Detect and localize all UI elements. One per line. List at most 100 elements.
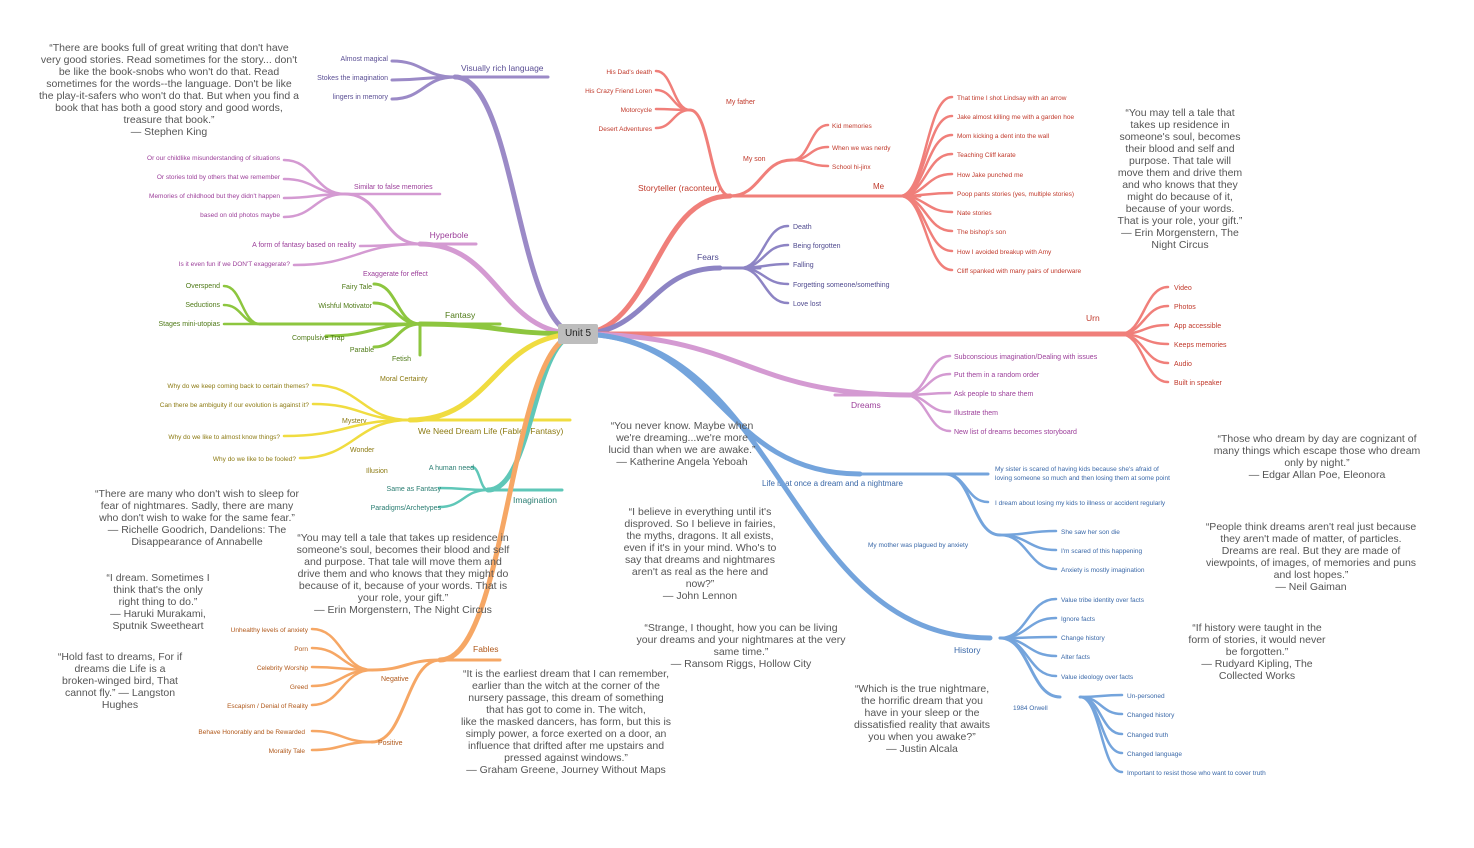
node-my-father[interactable]: My father bbox=[726, 99, 756, 106]
center-node[interactable] bbox=[558, 324, 598, 344]
node-compulsive-trap[interactable]: Compulsive Trap bbox=[292, 335, 345, 342]
node-changed-history[interactable]: Changed history bbox=[1127, 712, 1175, 719]
node-similar-to-false-memories[interactable]: Similar to false memories bbox=[354, 184, 433, 191]
node-or-stories-told-by-others-that-we-rememb[interactable]: Or stories told by others that we rememb… bbox=[157, 174, 281, 181]
node-video[interactable]: Video bbox=[1174, 285, 1192, 292]
node-value-tribe-identity-over-facts[interactable]: Value tribe identity over facts bbox=[1061, 597, 1145, 604]
node-app-accessible[interactable]: App accessible bbox=[1174, 323, 1221, 330]
node-cliff-spanked-with-many-pairs-of-underwa[interactable]: Cliff spanked with many pairs of underwa… bbox=[957, 268, 1082, 275]
node-changed-truth[interactable]: Changed truth bbox=[1127, 732, 1169, 739]
node-that-time-i-shot-lindsay-with-an-arrow[interactable]: That time I shot Lindsay with an arrow bbox=[957, 95, 1067, 102]
node-nate-stories[interactable]: Nate stories bbox=[957, 210, 992, 217]
node-desert-adventures[interactable]: Desert Adventures bbox=[599, 126, 653, 133]
node-porn[interactable]: Porn bbox=[294, 646, 308, 653]
node-falling[interactable]: Falling bbox=[793, 262, 814, 269]
node-unhealthy-levels-of-anxiety[interactable]: Unhealthy levels of anxiety bbox=[231, 627, 309, 634]
node-un-personed[interactable]: Un-personed bbox=[1127, 693, 1165, 700]
node-memories-of-childhood-but-they-didn-t-ha[interactable]: Memories of childhood but they didn't ha… bbox=[149, 193, 280, 200]
node-i-dream-about-losing-my-kids-to-illness-[interactable]: I dream about losing my kids to illness … bbox=[995, 500, 1166, 507]
node-she-saw-her-son-die[interactable]: She saw her son die bbox=[1061, 529, 1120, 536]
node-poop-pants-stories-yes-multiple-stories[interactable]: Poop pants stories (yes, multiple storie… bbox=[957, 191, 1074, 198]
node-stokes-the-imagination[interactable]: Stokes the imagination bbox=[317, 75, 388, 82]
node-stages-mini-utopias[interactable]: Stages mini-utopias bbox=[159, 321, 221, 328]
node-a-form-of-fantasy-based-on-reality[interactable]: A form of fantasy based on reality bbox=[252, 242, 356, 249]
node-school-hi-jinx[interactable]: School hi-jinx bbox=[832, 164, 871, 171]
node-why-do-we-keep-coming-back-to-certain-th[interactable]: Why do we keep coming back to certain th… bbox=[167, 383, 309, 390]
node-fables[interactable]: Fables bbox=[473, 644, 499, 654]
node-dreams[interactable]: Dreams bbox=[851, 400, 881, 410]
node-parable[interactable]: Parable bbox=[350, 347, 374, 354]
node-fantasy[interactable]: Fantasy bbox=[445, 310, 476, 320]
node-how-i-avoided-breakup-with-amy[interactable]: How I avoided breakup with Amy bbox=[957, 249, 1052, 256]
node-alter-facts[interactable]: Alter facts bbox=[1061, 654, 1091, 661]
node-audio[interactable]: Audio bbox=[1174, 361, 1192, 368]
node-being-forgotten[interactable]: Being forgotten bbox=[793, 243, 841, 250]
node-or-our-childlike-misunderstanding-of-sit[interactable]: Or our childlike misunderstanding of sit… bbox=[147, 155, 281, 162]
node-urn[interactable]: Urn bbox=[1086, 313, 1100, 323]
node-teaching-cliff-karate[interactable]: Teaching Cliff karate bbox=[957, 152, 1016, 159]
node-is-it-even-fun-if-we-don-t-exaggerate[interactable]: Is it even fun if we DON'T exaggerate? bbox=[179, 261, 291, 268]
node-a-human-need[interactable]: A human need bbox=[429, 465, 474, 472]
node-kid-memories[interactable]: Kid memories bbox=[832, 123, 872, 130]
node-history[interactable]: History bbox=[954, 645, 981, 655]
node-fairy-tale[interactable]: Fairy Tale bbox=[342, 284, 372, 291]
node-behave-honorably-and-be-rewarded[interactable]: Behave Honorably and be Rewarded bbox=[198, 729, 305, 736]
node-greed[interactable]: Greed bbox=[290, 684, 308, 691]
node-subconscious-imagination-dealing-with-is[interactable]: Subconscious imagination/Dealing with is… bbox=[954, 354, 1098, 361]
node-death[interactable]: Death bbox=[793, 224, 812, 231]
node-i-m-scared-of-this-happening[interactable]: I'm scared of this happening bbox=[1061, 548, 1142, 555]
node-ask-people-to-share-them[interactable]: Ask people to share them bbox=[954, 391, 1034, 398]
node-hyperbole[interactable]: Hyperbole bbox=[430, 230, 469, 240]
node-1984-orwell[interactable]: 1984 Orwell bbox=[1013, 705, 1048, 712]
node-we-need-dream-life-fables-fantasy[interactable]: We Need Dream Life (Fables/Fantasy) bbox=[418, 426, 564, 436]
node-loving-someone-so-much-and-then-losing-t[interactable]: loving someone so much and then losing t… bbox=[995, 475, 1170, 482]
node-motorcycle[interactable]: Motorcycle bbox=[621, 107, 653, 114]
node-same-as-fantasy[interactable]: Same as Fantasy bbox=[387, 486, 442, 493]
node-celebrity-worship[interactable]: Celebrity Worship bbox=[257, 665, 309, 672]
node-positive[interactable]: Positive bbox=[378, 740, 403, 747]
node-seductions[interactable]: Seductions bbox=[185, 302, 220, 309]
node-keeps-memories[interactable]: Keeps memories bbox=[1174, 342, 1227, 349]
node-how-jake-punched-me[interactable]: How Jake punched me bbox=[957, 172, 1024, 179]
node-lingers-in-memory[interactable]: lingers in memory bbox=[333, 94, 389, 101]
node-jake-almost-killing-me-with-a-garden-hoe[interactable]: Jake almost killing me with a garden hoe bbox=[957, 114, 1074, 121]
node-imagination[interactable]: Imagination bbox=[513, 495, 557, 505]
node-value-ideology-over-facts[interactable]: Value ideology over facts bbox=[1061, 674, 1134, 681]
node-his-crazy-friend-loren[interactable]: His Crazy Friend Loren bbox=[585, 88, 652, 95]
node-new-list-of-dreams-becomes-storyboard[interactable]: New list of dreams becomes storyboard bbox=[954, 429, 1077, 436]
node-fetish[interactable]: Fetish bbox=[392, 356, 411, 363]
node-can-there-be-ambiguity-if-our-evolution-[interactable]: Can there be ambiguity if our evolution … bbox=[160, 402, 310, 409]
node-his-dad-s-death[interactable]: His Dad's death bbox=[606, 69, 652, 76]
node-almost-magical[interactable]: Almost magical bbox=[341, 56, 389, 63]
node-why-do-we-like-to-almost-know-things[interactable]: Why do we like to almost know things? bbox=[168, 434, 280, 441]
node-my-sister-is-scared-of-having-kids-becau[interactable]: My sister is scared of having kids becau… bbox=[995, 466, 1159, 473]
node-my-mother-was-plagued-by-anxiety[interactable]: My mother was plagued by anxiety bbox=[868, 542, 969, 549]
node-photos[interactable]: Photos bbox=[1174, 304, 1196, 311]
node-moral-certainty[interactable]: Moral Certainty bbox=[380, 376, 428, 383]
node-anxiety-is-mostly-imagination[interactable]: Anxiety is mostly imagination bbox=[1061, 567, 1145, 574]
node-life-is-at-once-a-dream-and-a-nightmare[interactable]: Life is at once a dream and a nightmare bbox=[762, 479, 904, 488]
node-paradigms-archetypes[interactable]: Paradigms/Archetypes bbox=[371, 505, 442, 512]
node-illusion[interactable]: Illusion bbox=[366, 468, 388, 475]
node-mom-kicking-a-dent-into-the-wall[interactable]: Mom kicking a dent into the wall bbox=[957, 133, 1050, 140]
node-why-do-we-like-to-be-fooled[interactable]: Why do we like to be fooled? bbox=[213, 456, 296, 463]
node-me[interactable]: Me bbox=[873, 182, 885, 191]
node-my-son[interactable]: My son bbox=[743, 156, 766, 163]
node-put-them-in-a-random-order[interactable]: Put them in a random order bbox=[954, 372, 1040, 379]
node-mystery[interactable]: Mystery bbox=[342, 418, 367, 425]
node-built-in-speaker[interactable]: Built in speaker bbox=[1174, 380, 1223, 387]
node-wonder[interactable]: Wonder bbox=[350, 447, 375, 454]
node-the-bishop-s-son[interactable]: The bishop's son bbox=[957, 229, 1006, 236]
node-forgetting-someone-something[interactable]: Forgetting someone/something bbox=[793, 282, 890, 289]
node-visually-rich-language[interactable]: Visually rich language bbox=[461, 63, 544, 73]
node-storyteller-raconteur[interactable]: Storyteller (raconteur) bbox=[638, 183, 720, 193]
node-when-we-was-nerdy[interactable]: When we was nerdy bbox=[832, 145, 891, 152]
node-change-history[interactable]: Change history bbox=[1061, 635, 1105, 642]
node-negative[interactable]: Negative bbox=[381, 676, 409, 683]
node-important-to-resist-those-who-want-to-co[interactable]: Important to resist those who want to co… bbox=[1127, 770, 1266, 777]
node-escapism-denial-of-reality[interactable]: Escapism / Denial of Reality bbox=[227, 703, 309, 710]
node-based-on-old-photos-maybe[interactable]: based on old photos maybe bbox=[200, 212, 280, 219]
node-wishful-motivator[interactable]: Wishful Motivator bbox=[318, 303, 372, 310]
node-exaggerate-for-effect[interactable]: Exaggerate for effect bbox=[363, 271, 428, 278]
node-fears[interactable]: Fears bbox=[697, 252, 719, 262]
